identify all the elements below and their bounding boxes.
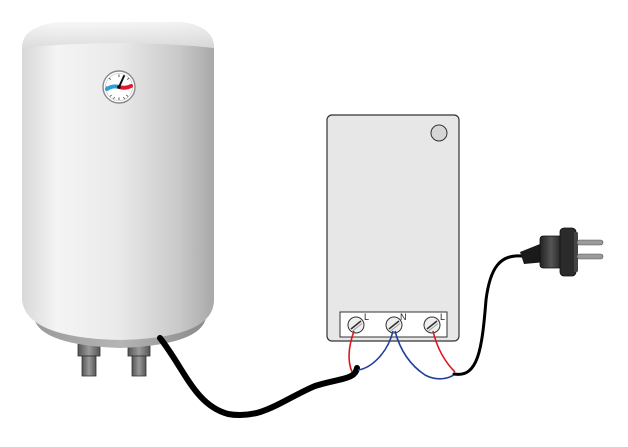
terminal-label-neutral: N	[400, 312, 407, 322]
plug-face-rim	[574, 232, 578, 272]
terminal-screw-neutral	[385, 316, 403, 334]
live-wire-plug	[432, 330, 456, 373]
power-plug-icon	[520, 227, 604, 277]
live-wire-heater	[348, 330, 355, 373]
relay-box-body	[326, 114, 460, 342]
plug-body	[539, 235, 563, 269]
plug-pin-bottom	[576, 253, 604, 260]
heater-body	[22, 22, 214, 340]
relay-box-indicator	[430, 124, 448, 142]
plug-strain-relief	[520, 244, 546, 264]
neutral-wire-heater	[357, 330, 394, 371]
terminal-label-right: L	[440, 312, 445, 322]
plug-face	[559, 227, 577, 277]
water-heater-icon	[22, 22, 214, 377]
terminal-screw-left	[347, 316, 365, 334]
heater-top-cap	[22, 22, 214, 48]
supply-cable	[452, 254, 524, 376]
terminal-label-left: L	[364, 312, 369, 322]
thermometer-gauge-icon	[102, 70, 136, 104]
plug-pin-top	[576, 239, 604, 246]
neutral-wire-plug	[394, 330, 456, 380]
terminal-screw-right	[423, 316, 441, 334]
relay-box-icon: L N L	[326, 114, 460, 342]
heater-cable	[157, 335, 360, 419]
